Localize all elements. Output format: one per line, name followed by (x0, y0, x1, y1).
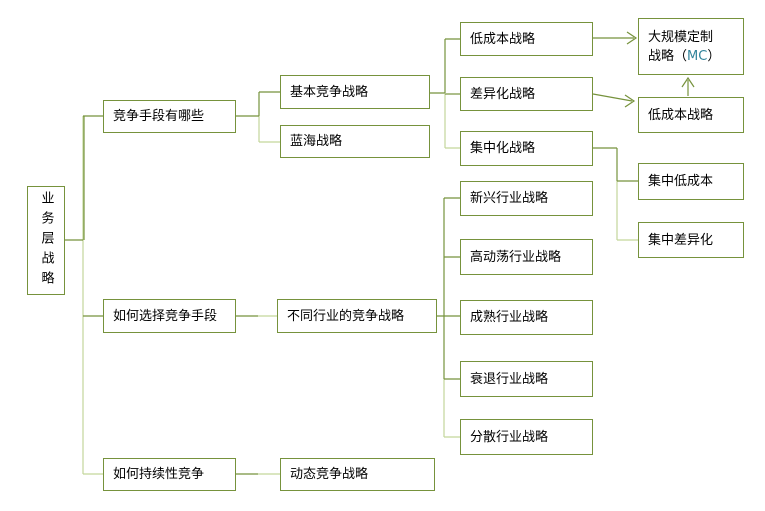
node-label-mc: MC (687, 48, 708, 64)
node-label: 不同行业的竞争战略 (287, 308, 405, 324)
node-root-business-level-strategy[interactable]: 业务层战略 (27, 186, 65, 295)
node-low-cost-strategy-secondary[interactable]: 低成本战略 (638, 97, 744, 133)
trunk-industry (437, 197, 460, 380)
node-label: 低成本战略 (648, 107, 714, 123)
branch-blue-ocean-light (258, 116, 280, 143)
branch-focused-low-cost (593, 147, 638, 182)
node-label-line2-prefix: 战略（ (648, 48, 688, 64)
node-label: 动态竞争战略 (290, 467, 369, 482)
node-low-cost-strategy[interactable]: 低成本战略 (460, 22, 593, 56)
node-dynamic-competitive-strategy[interactable]: 动态竞争战略 (280, 458, 435, 491)
node-sustained-competition[interactable]: 如何持续性竞争 (103, 458, 236, 491)
branch-basic (236, 91, 280, 117)
node-label: 集中低成本 (648, 174, 714, 189)
arrow-diff-to-lowcost-shaft (592, 93, 633, 102)
arrow-up-to-mc-head (681, 76, 695, 88)
node-declining-industry-strategy[interactable]: 衰退行业战略 (460, 361, 593, 397)
node-mass-customization-strategy[interactable]: 大规模定制 战略（MC） (638, 18, 744, 75)
node-focused-low-cost[interactable]: 集中低成本 (638, 163, 744, 200)
node-label: 衰退行业战略 (470, 371, 549, 387)
node-label: 业务层战略 (38, 190, 54, 291)
node-industry-competitive-strategies[interactable]: 不同行业的竞争战略 (277, 299, 437, 333)
branch-focused-diff-light (616, 181, 638, 241)
node-label: 基本竞争战略 (290, 84, 369, 100)
node-label-line2: 战略（MC） (648, 47, 720, 66)
node-label: 低成本战略 (470, 31, 536, 47)
node-label: 新兴行业战略 (470, 191, 549, 206)
node-emerging-industry-strategy[interactable]: 新兴行业战略 (460, 181, 593, 216)
branch-low-cost (430, 38, 460, 94)
node-label: 集中化战略 (470, 141, 536, 156)
node-label: 集中差异化 (648, 232, 714, 248)
node-label: 竞争手段有哪些 (113, 109, 205, 124)
node-focus-strategy[interactable]: 集中化战略 (460, 131, 593, 166)
node-label-line1: 大规模定制 (648, 29, 714, 45)
connector-dark-group (64, 31, 695, 475)
node-label: 差异化战略 (470, 86, 536, 102)
node-blue-ocean-strategy[interactable]: 蓝海战略 (280, 125, 430, 158)
connector-light-group (82, 94, 638, 475)
node-label: 如何选择竞争手段 (113, 308, 218, 324)
arrow-lowcost-to-mc-head (626, 31, 638, 45)
node-label: 成熟行业战略 (470, 310, 549, 325)
node-label: 高动荡行业战略 (470, 249, 562, 265)
node-high-turbulence-industry-strategy[interactable]: 高动荡行业战略 (460, 239, 593, 275)
node-choose-means[interactable]: 如何选择竞争手段 (103, 299, 236, 333)
branch-fragmented-light (443, 379, 460, 438)
node-label-line2-suffix: ） (707, 48, 721, 64)
node-mature-industry-strategy[interactable]: 成熟行业战略 (460, 300, 593, 335)
node-fragmented-industry-strategy[interactable]: 分散行业战略 (460, 419, 593, 455)
branch-focus-light (444, 94, 460, 149)
node-label: 分散行业战略 (470, 429, 549, 445)
node-focused-differentiation[interactable]: 集中差异化 (638, 222, 744, 258)
arrow-diff-to-lowcost-head (624, 94, 636, 108)
node-label: 蓝海战略 (290, 134, 343, 149)
node-competitive-means[interactable]: 竞争手段有哪些 (103, 100, 236, 133)
node-label: 如何持续性竞争 (113, 467, 205, 482)
node-differentiation-strategy[interactable]: 差异化战略 (460, 77, 593, 111)
node-basic-competitive-strategy[interactable]: 基本竞争战略 (280, 75, 430, 109)
